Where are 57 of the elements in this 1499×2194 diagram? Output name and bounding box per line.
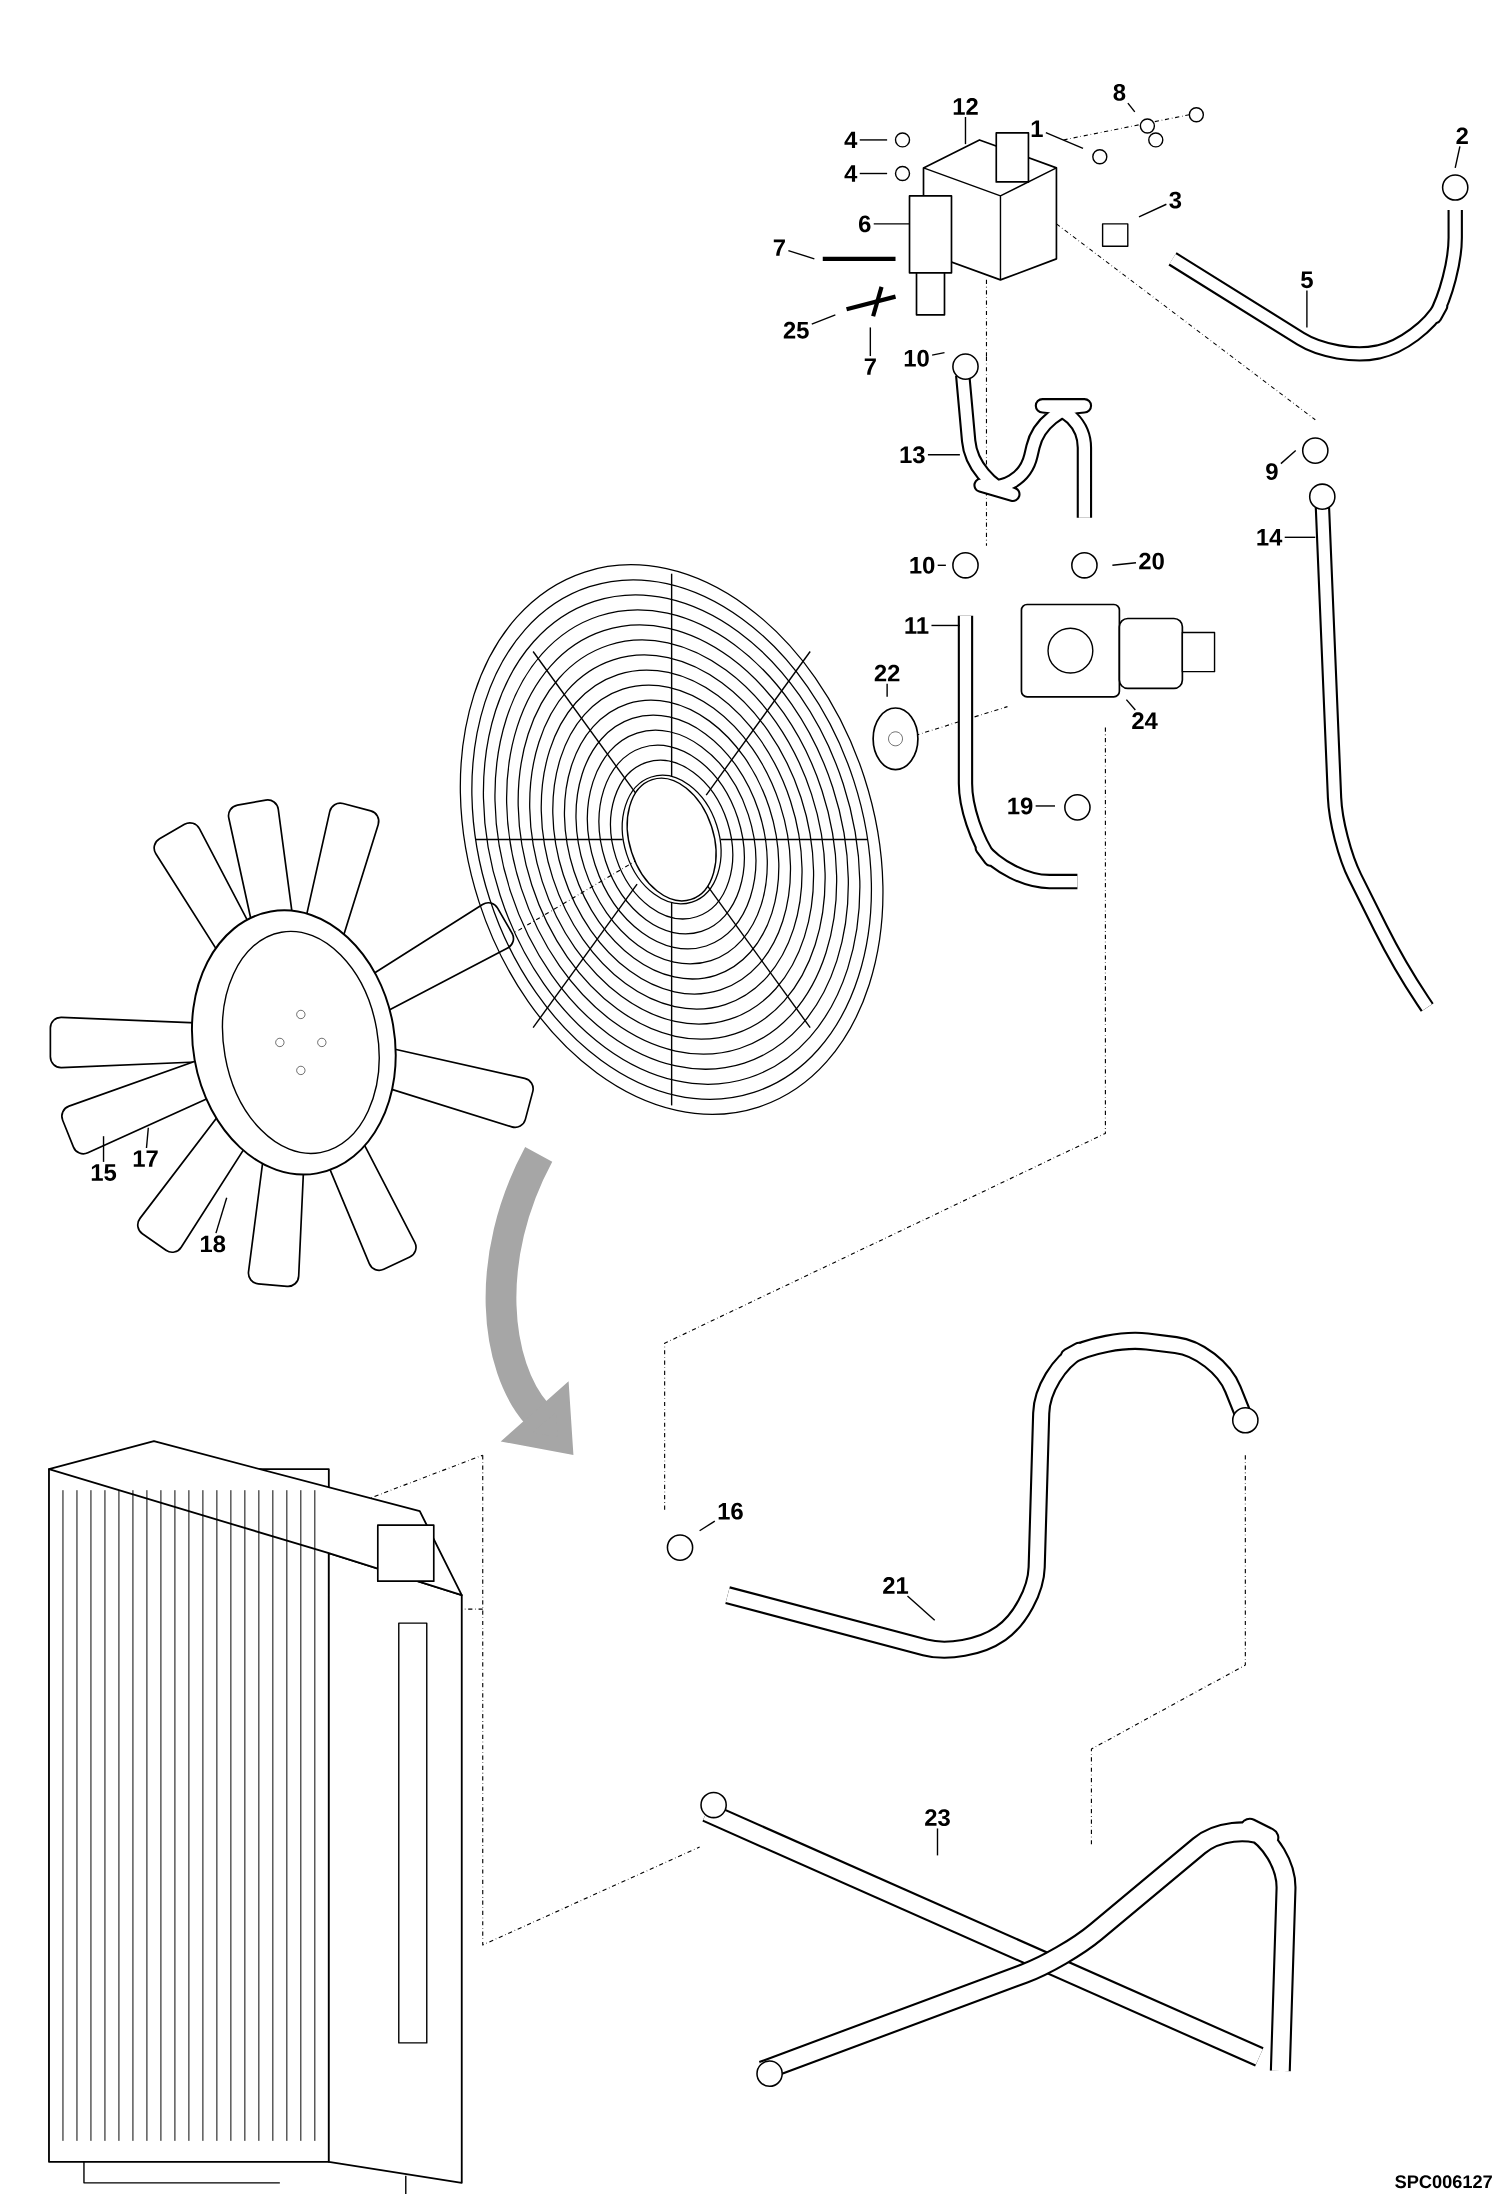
- callout-number: 14: [1257, 529, 1283, 546]
- callout-number: 25: [784, 321, 809, 339]
- leader-line: [886, 683, 889, 698]
- callout-number: 10: [904, 349, 929, 367]
- callout-number: 23: [925, 1809, 951, 1827]
- callout-number: 3: [1169, 191, 1182, 209]
- leader-line: [1127, 102, 1136, 113]
- callout-number: 11: [905, 617, 929, 634]
- leader-line: [811, 314, 837, 325]
- callout-number: 22: [874, 664, 900, 682]
- callout-number: 5: [1301, 271, 1314, 289]
- leader-line: [869, 326, 872, 357]
- callout-number: 12: [953, 98, 978, 115]
- callout-number: 21: [883, 1577, 909, 1594]
- leader-line: [937, 564, 947, 566]
- leader-line: [1035, 805, 1056, 807]
- leader-line: [1125, 698, 1137, 711]
- leader-line: [937, 1827, 939, 1857]
- callout-number: 4: [844, 165, 858, 182]
- callout-number: 7: [774, 239, 786, 256]
- leader-line: [1045, 131, 1084, 149]
- callout-number: 20: [1139, 552, 1165, 570]
- leader-line: [964, 116, 967, 145]
- leader-line: [103, 1135, 105, 1163]
- leader-line: [1284, 536, 1317, 538]
- callout-number: 10: [910, 556, 935, 574]
- callout-number: 9: [1266, 463, 1278, 480]
- leader-line: [215, 1197, 228, 1234]
- callout-number: 7: [864, 358, 877, 375]
- leader-line: [927, 454, 961, 456]
- callout-number: 1: [1031, 120, 1043, 137]
- leader-line: [930, 624, 961, 627]
- leader-line: [699, 1520, 716, 1532]
- callout-number: 19: [1008, 797, 1033, 815]
- callout-number: 17: [134, 1150, 158, 1167]
- leader-line: [787, 249, 816, 260]
- drawing-number: SPC006127: [1395, 2175, 1493, 2189]
- callout-number: 8: [1113, 83, 1126, 101]
- leader-line: [931, 351, 946, 356]
- leader-line: [1138, 203, 1168, 218]
- callout-number: 15: [92, 1164, 117, 1181]
- leader-line: [859, 172, 889, 175]
- callout-number: 13: [900, 446, 925, 464]
- leader-line: [1280, 449, 1297, 465]
- callout-number: 6: [859, 215, 871, 233]
- leader-line: [873, 223, 911, 225]
- callout-number: 4: [844, 131, 858, 149]
- leader-line: [1306, 289, 1308, 329]
- leader-line: [907, 1595, 936, 1622]
- callout-number: 24: [1132, 712, 1158, 729]
- leader-line: [146, 1127, 150, 1149]
- leader-line: [1111, 562, 1137, 566]
- callout-number: 2: [1456, 127, 1469, 145]
- callout-number: 18: [201, 1235, 226, 1253]
- callout-number: 16: [718, 1502, 743, 1520]
- leader-line: [859, 139, 889, 141]
- leader-line: [1454, 145, 1461, 169]
